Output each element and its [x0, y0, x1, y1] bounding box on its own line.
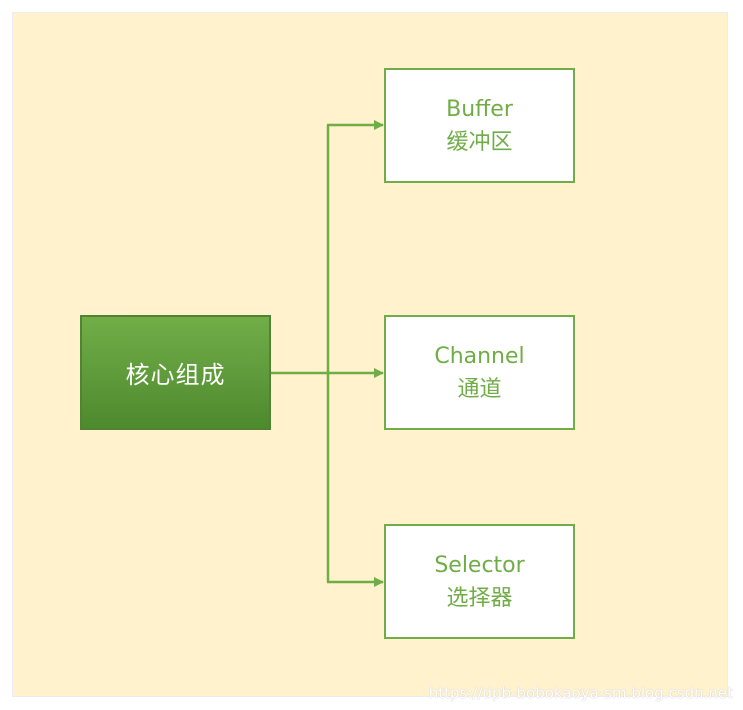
- node-selector[interactable]: Selector 选择器: [384, 524, 575, 639]
- node-channel-zh: 通道: [457, 376, 502, 402]
- node-channel[interactable]: Channel 通道: [384, 315, 575, 430]
- node-buffer[interactable]: Buffer 缓冲区: [384, 68, 575, 183]
- watermark-text: https://dpb-bobokaoya-sm.blog.csdn.net: [428, 684, 733, 702]
- node-selector-zh: 选择器: [446, 585, 513, 611]
- node-selector-en: Selector: [434, 552, 525, 578]
- node-buffer-en: Buffer: [446, 96, 513, 122]
- root-node-label: 核心组成: [125, 361, 226, 389]
- root-node[interactable]: 核心组成: [80, 315, 271, 430]
- node-channel-en: Channel: [434, 343, 525, 369]
- node-buffer-zh: 缓冲区: [446, 129, 513, 155]
